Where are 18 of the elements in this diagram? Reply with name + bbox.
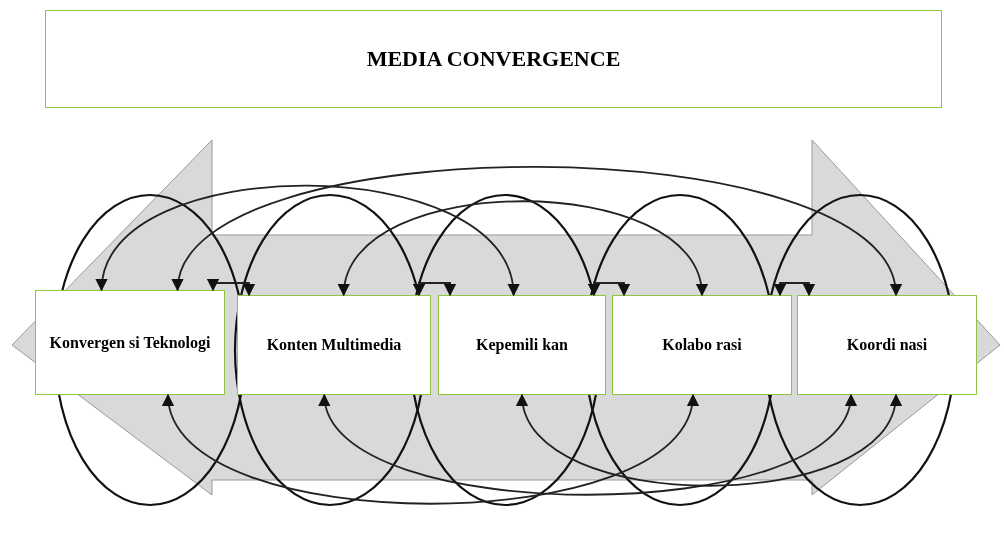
title-text: MEDIA CONVERGENCE [365,45,622,73]
arrow [773,282,816,297]
concept-box [797,295,977,395]
concept-box [35,290,225,395]
arrow [587,282,631,297]
concept-label: Kepemili kan [475,335,569,355]
title-box [45,10,942,108]
arrow [98,184,518,297]
concept-label: Konvergen si Teknologi [48,332,212,353]
concept-label: Kolabo rasi [661,335,743,355]
concept-label: Konten Multimedia [265,335,403,355]
concept-box [237,295,431,395]
concept-label: Koordi nasi [845,335,929,355]
arrow [412,282,457,297]
arrow [206,278,256,297]
concept-box [612,295,792,395]
arrow [340,200,706,297]
concept-box [438,295,606,395]
